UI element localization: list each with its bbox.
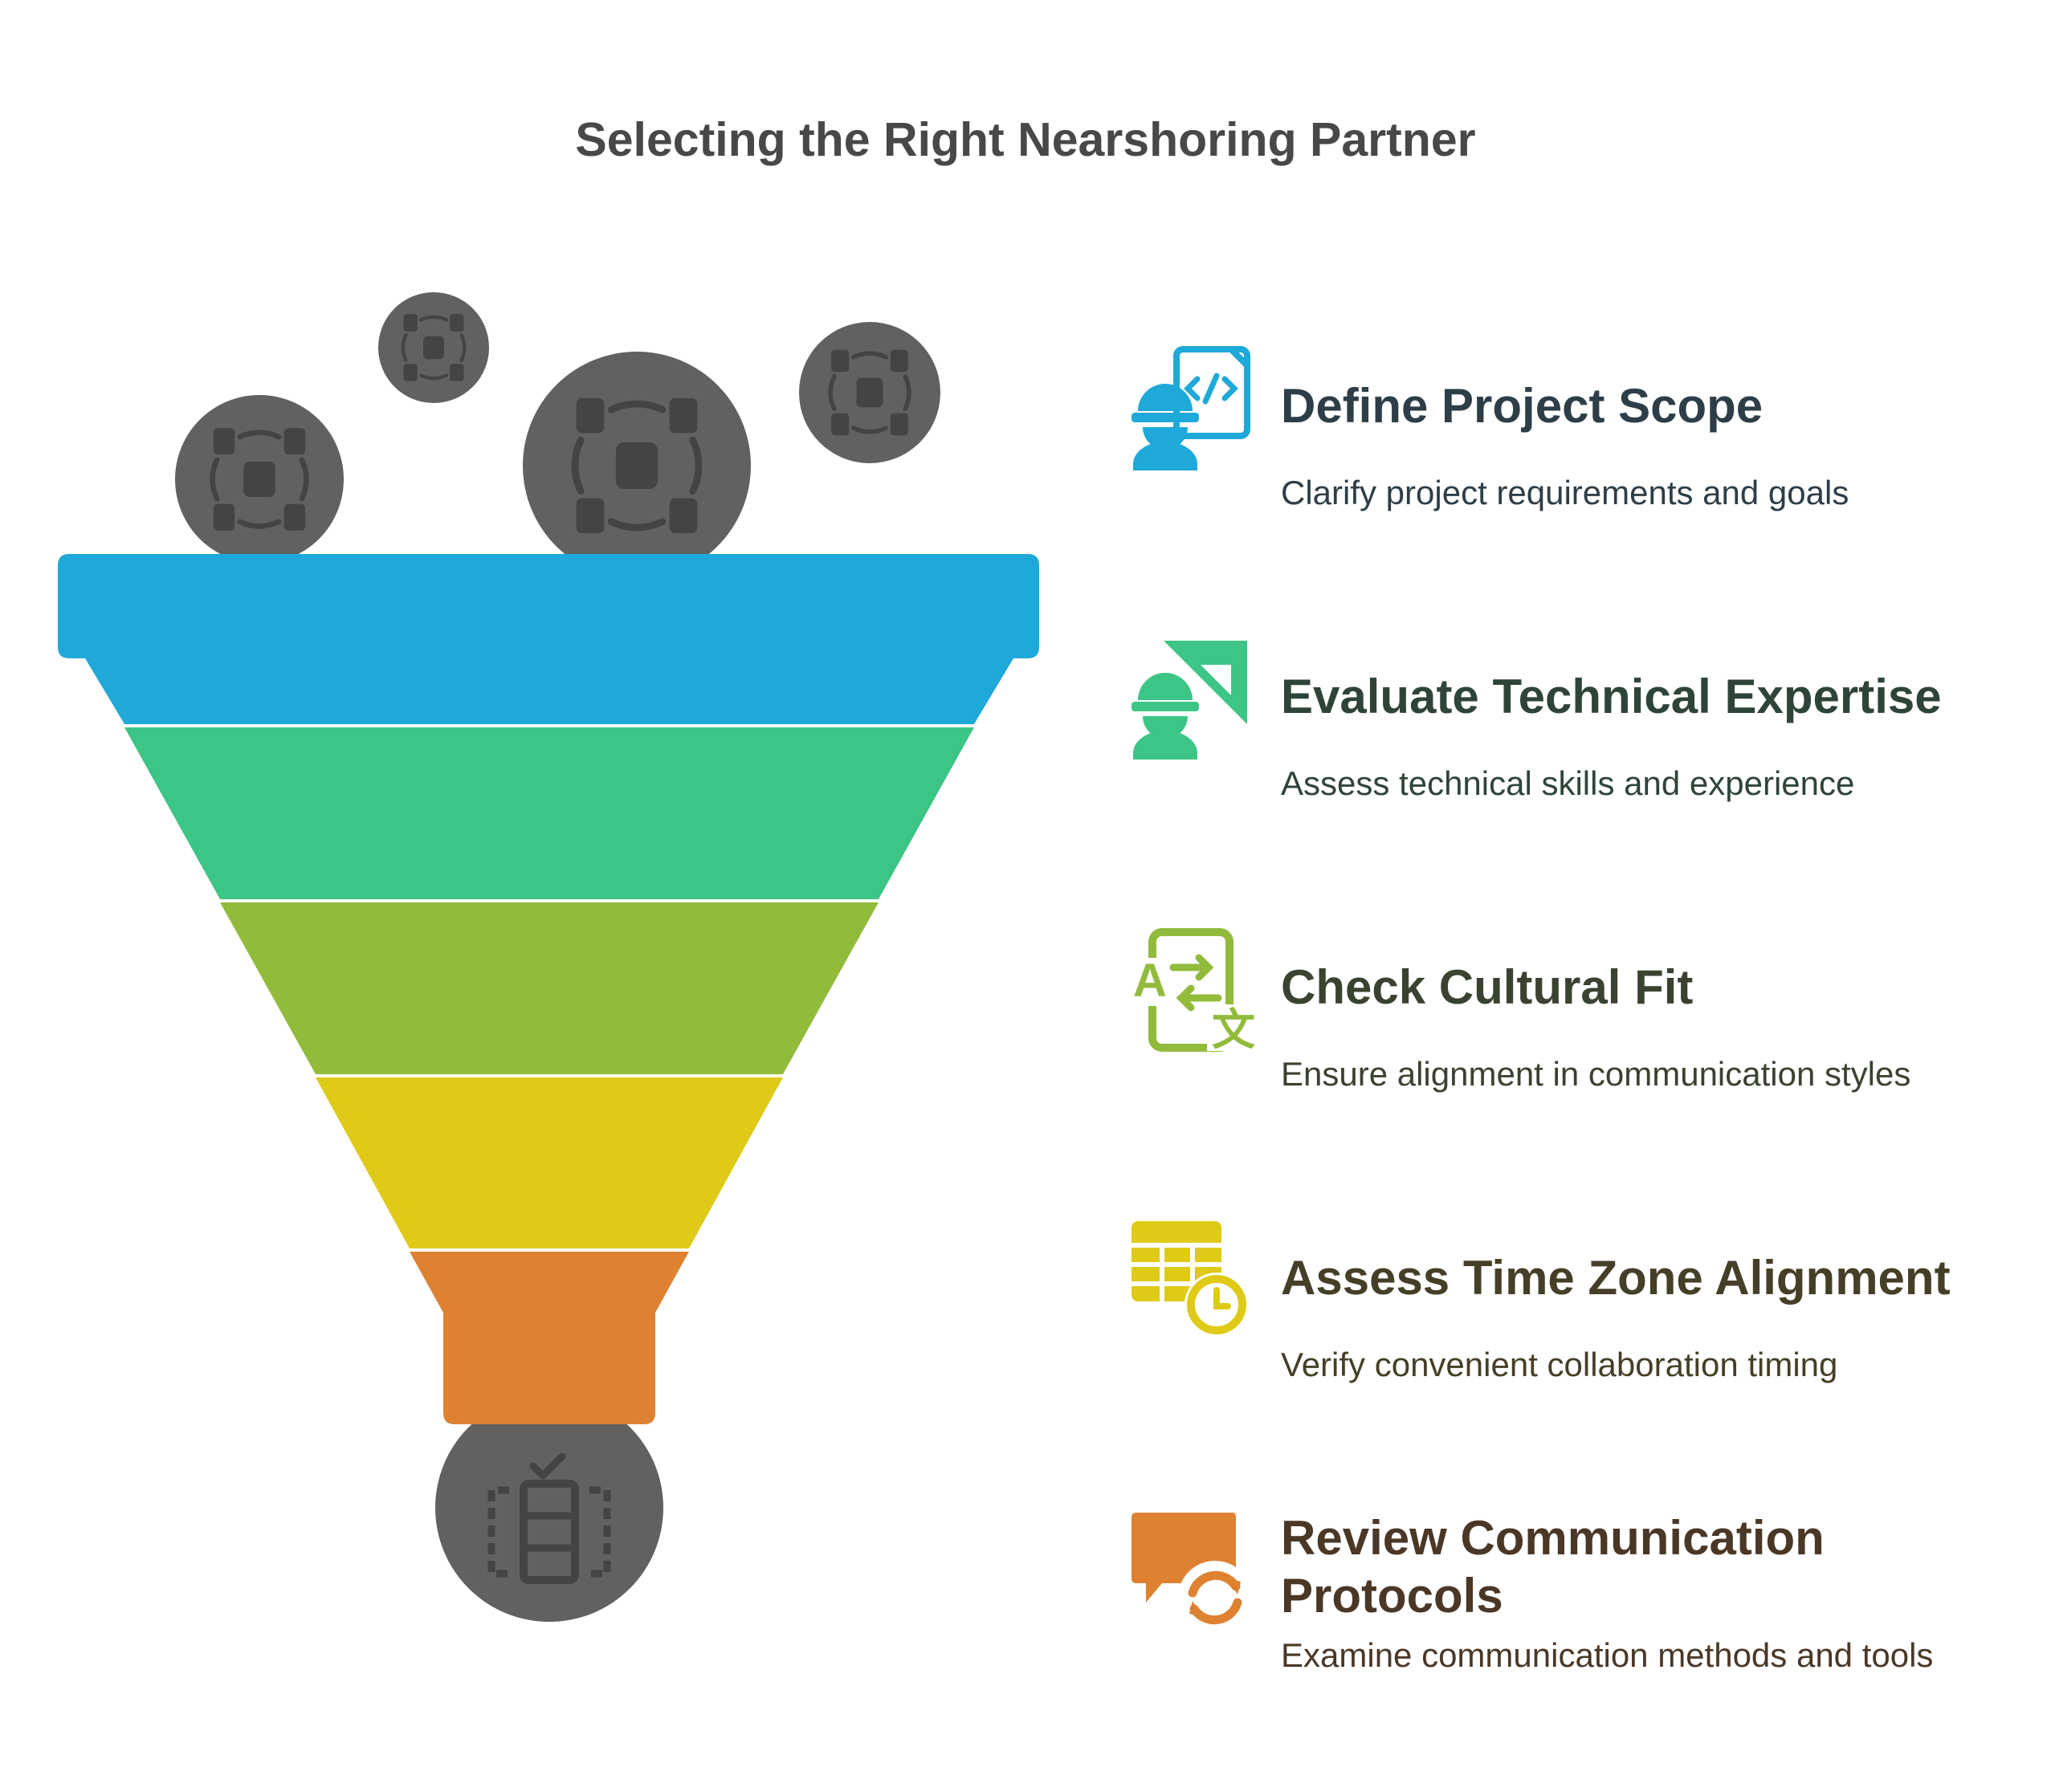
diagram-title: Selecting the Right Nearshoring Partner (575, 113, 1476, 166)
engineer-triangle-ruler-icon (1132, 641, 1247, 760)
developer-code-icon (1132, 346, 1250, 470)
step-title-2: Evaluate Technical Expertise (1281, 670, 1942, 723)
svg-text:A: A (1133, 955, 1167, 1007)
funnel-layer-3 (220, 902, 879, 1074)
step-title-1: Define Project Scope (1281, 379, 1764, 433)
step-title-5: Review Communication Protocols (1281, 1511, 1825, 1623)
funnel-layer-4 (316, 1077, 783, 1248)
step-title-4: Assess Time Zone Alignment (1281, 1251, 1951, 1305)
step-desc-1: Clarify project requirements and goals (1281, 474, 1849, 511)
database-icon (571, 397, 703, 534)
svg-text:文: 文 (1212, 1006, 1255, 1054)
schedule-clock-icon (1132, 1221, 1249, 1337)
chat-refresh-icon (1132, 1513, 1252, 1635)
database-icon (401, 314, 467, 381)
step-desc-2: Assess technical skills and experience (1281, 764, 1855, 802)
database-icon (210, 428, 309, 531)
step-desc-5: Examine communication methods and tools (1281, 1636, 1934, 1674)
funnel-layer-1 (58, 554, 1039, 724)
output-bubble (435, 1394, 663, 1622)
step-title-3: Check Cultural Fit (1281, 960, 1694, 1014)
checklist-film-icon (487, 1452, 611, 1584)
funnel-layers (58, 554, 1039, 1424)
database-icon (828, 349, 911, 436)
translate-icon: A 文 (1128, 928, 1255, 1054)
funnel-layer-5 (410, 1252, 689, 1424)
step-desc-4: Verify convenient collaboration timing (1281, 1346, 1838, 1383)
funnel-layer-2 (124, 727, 974, 899)
step-desc-3: Ensure alignment in communication styles (1281, 1055, 1911, 1093)
